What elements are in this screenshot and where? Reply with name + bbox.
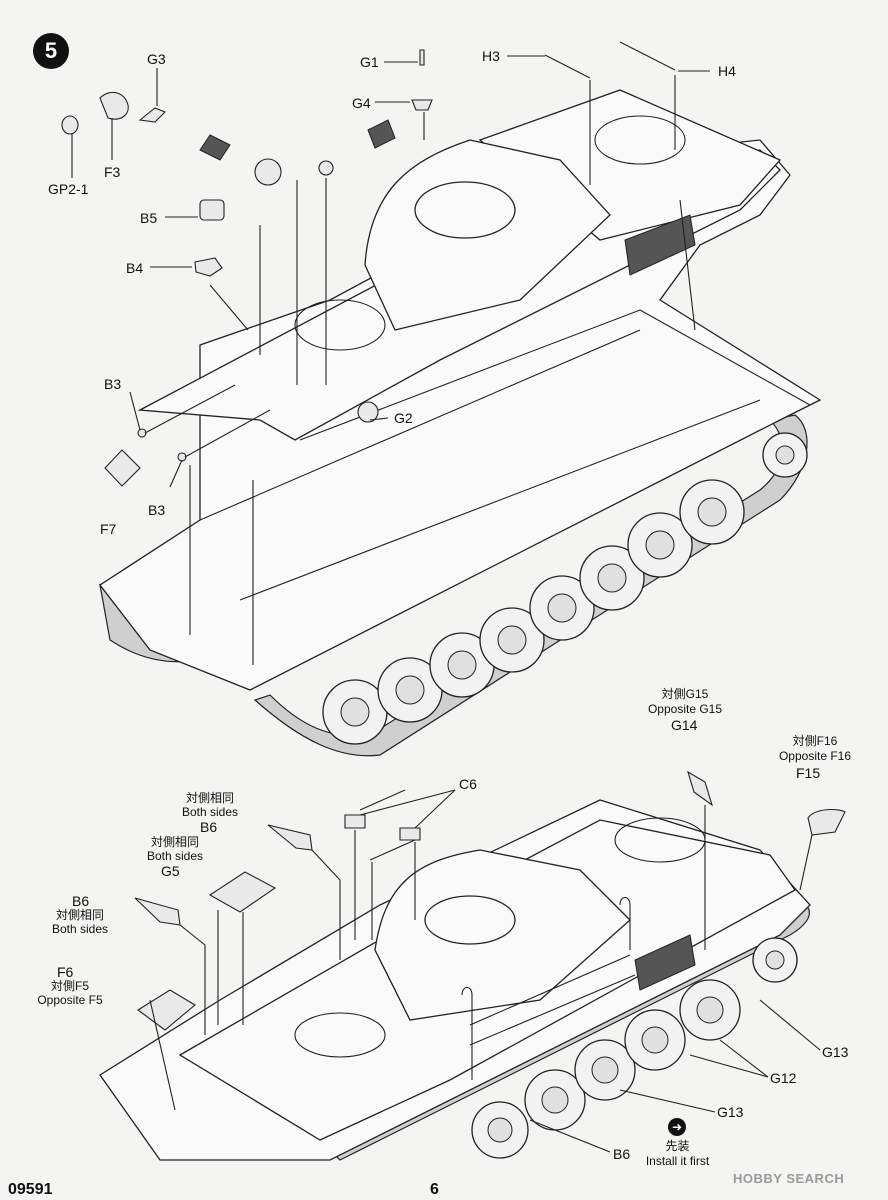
part-b3-lower: [177, 452, 187, 462]
part-c6-rod-2: [369, 839, 416, 861]
upper-interior: [299, 309, 811, 441]
label-b3-upper: B3: [104, 376, 122, 392]
watermark: HOBBY SEARCH: [733, 1171, 845, 1186]
label-b6-left-jp: 対側相同: [55, 908, 104, 922]
label-g3: G3: [147, 51, 166, 67]
label-f3: F3: [104, 164, 121, 180]
label-g15-en: Opposite G15: [647, 702, 723, 716]
label-g4: G4: [352, 95, 371, 111]
part-h3: [544, 54, 591, 79]
label-b6-top-en: Both sides: [181, 805, 239, 819]
label-g13-upper: G13: [822, 1044, 849, 1060]
label-b4: B4: [126, 260, 144, 276]
part-f7: [104, 449, 141, 487]
part-g4: [411, 99, 433, 111]
part-f15: [807, 808, 846, 836]
label-g14: G14: [671, 717, 698, 733]
upper-front-hatch: [294, 299, 386, 351]
label-b6-top-jp: 対側相同: [185, 791, 234, 805]
part-f3: [99, 91, 129, 120]
label-f5-en: Opposite F5: [37, 993, 103, 1007]
part-g3: [138, 107, 166, 123]
upper-turret-hole: [414, 181, 516, 239]
direction-arrow-left: [199, 134, 231, 161]
label-f15: F15: [796, 765, 821, 781]
label-c6: C6: [459, 776, 477, 792]
part-g1: [419, 49, 425, 66]
label-b3-lower: B3: [148, 502, 166, 518]
install-first-icon: ➜: [668, 1118, 686, 1136]
label-b6-left: B6: [72, 893, 90, 909]
part-c6-rod: [359, 789, 406, 811]
label-g2: G2: [394, 410, 413, 426]
part-c6-a: [344, 814, 366, 829]
lower-grille: [634, 934, 696, 991]
part-g2: [357, 401, 379, 423]
label-g5-jp: 対側相同: [150, 835, 199, 849]
label-install-en: Install it first: [645, 1154, 710, 1168]
lower-turret-hole: [424, 895, 516, 945]
label-g13-lower: G13: [717, 1104, 744, 1120]
label-b6-left-en: Both sides: [51, 922, 109, 936]
page-number: 6: [430, 1181, 439, 1198]
part-b3-upper: [137, 428, 147, 438]
lower-road-wheels: [471, 937, 798, 1159]
lower-front-hatch: [294, 1012, 386, 1058]
label-f5-jp: 対側F5: [50, 979, 89, 993]
part-gp2-1: [61, 115, 79, 135]
part-f3-second: [254, 158, 282, 186]
label-b6-bottom: B6: [613, 1146, 631, 1162]
label-g15-jp: 対側G15: [661, 687, 709, 701]
part-g1-second: [318, 160, 334, 176]
part-c6-b: [399, 827, 421, 841]
step-number-badge: 5: [33, 33, 69, 69]
upper-tank-drawing: [61, 41, 822, 757]
label-h3: H3: [482, 48, 500, 64]
upper-road-wheels: [322, 432, 808, 745]
part-b4: [194, 257, 223, 277]
label-g12: G12: [770, 1070, 797, 1086]
part-g14: [687, 770, 714, 807]
lower-tank-drawing: [99, 770, 846, 1161]
label-f16-jp: 対側F16: [792, 734, 838, 748]
direction-arrow-right: [367, 119, 396, 149]
upper-grille: [624, 214, 696, 276]
part-b6-left: [134, 897, 181, 926]
label-f16-en: Opposite F16: [778, 749, 852, 763]
label-f6: F6: [57, 964, 74, 980]
part-b6-top: [267, 824, 313, 851]
upper-hull-body: [99, 139, 822, 691]
kit-number: 09591: [8, 1181, 53, 1198]
label-g5: G5: [161, 863, 180, 879]
part-h4: [619, 41, 676, 71]
part-b5: [199, 199, 225, 221]
grab-handle-upper: [469, 954, 631, 1026]
label-g1: G1: [360, 54, 379, 70]
upper-rear-hatch: [594, 115, 686, 165]
label-f7: F7: [100, 521, 117, 537]
label-b5: B5: [140, 210, 158, 226]
part-f6: [137, 989, 196, 1031]
label-h4: H4: [718, 63, 736, 79]
grab-handle-lower: [469, 974, 636, 1046]
label-g5-en: Both sides: [146, 849, 204, 863]
label-gp2-1: GP2-1: [48, 181, 89, 197]
part-g5: [208, 871, 277, 913]
label-b6-top: B6: [200, 819, 218, 835]
label-install-jp: 先装: [665, 1139, 690, 1153]
